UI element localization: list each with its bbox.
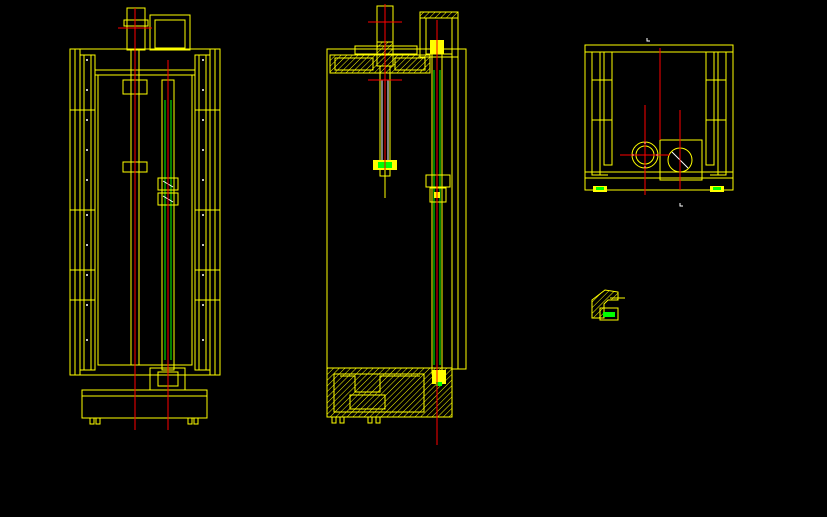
front-base — [81, 389, 208, 419]
front-outer-frame — [69, 48, 221, 376]
left-column — [79, 54, 96, 371]
right-column — [194, 54, 211, 371]
side-section-view — [326, 4, 467, 445]
detail-bracket — [591, 289, 619, 319]
top-motor-square — [659, 139, 703, 181]
top-view — [584, 38, 734, 207]
front-gearbox — [149, 14, 191, 51]
top-outer-frame — [584, 44, 734, 191]
front-motor — [126, 7, 146, 51]
top-corner-marker — [646, 38, 650, 42]
detail-view — [591, 289, 625, 321]
front-view — [69, 7, 221, 430]
